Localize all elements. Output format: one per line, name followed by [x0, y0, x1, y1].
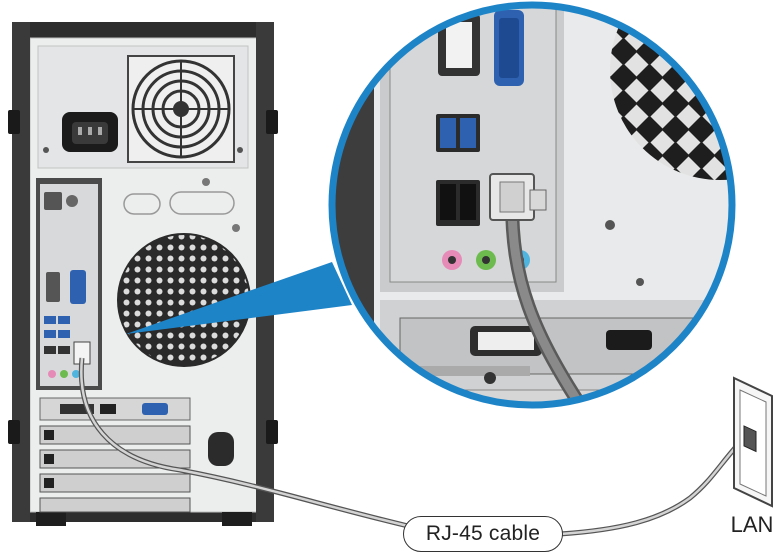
- power-socket-icon: [62, 112, 118, 152]
- usb-port-icon: [44, 316, 70, 354]
- zoom-callout-wedge: [126, 262, 352, 334]
- vga-port-icon: [70, 270, 86, 304]
- fan-grille-icon: [127, 55, 235, 163]
- lan-label: LAN: [730, 512, 774, 537]
- audio-jack-icon: [48, 370, 80, 378]
- zoom-usb2-ports: [436, 180, 480, 226]
- wall-socket-icon: [733, 376, 773, 508]
- rj45-cable: [78, 357, 744, 537]
- zoom-rj45-plug: [489, 173, 596, 405]
- zoom-inset: [328, 1, 736, 409]
- power-supply: [37, 45, 249, 169]
- case-knockouts: [123, 178, 240, 232]
- rj45-cable-label: RJ-45 cable: [403, 516, 563, 552]
- zoom-usb3-ports: [436, 114, 480, 152]
- io-shield: [36, 178, 102, 390]
- zoom-vga-port: [494, 10, 524, 86]
